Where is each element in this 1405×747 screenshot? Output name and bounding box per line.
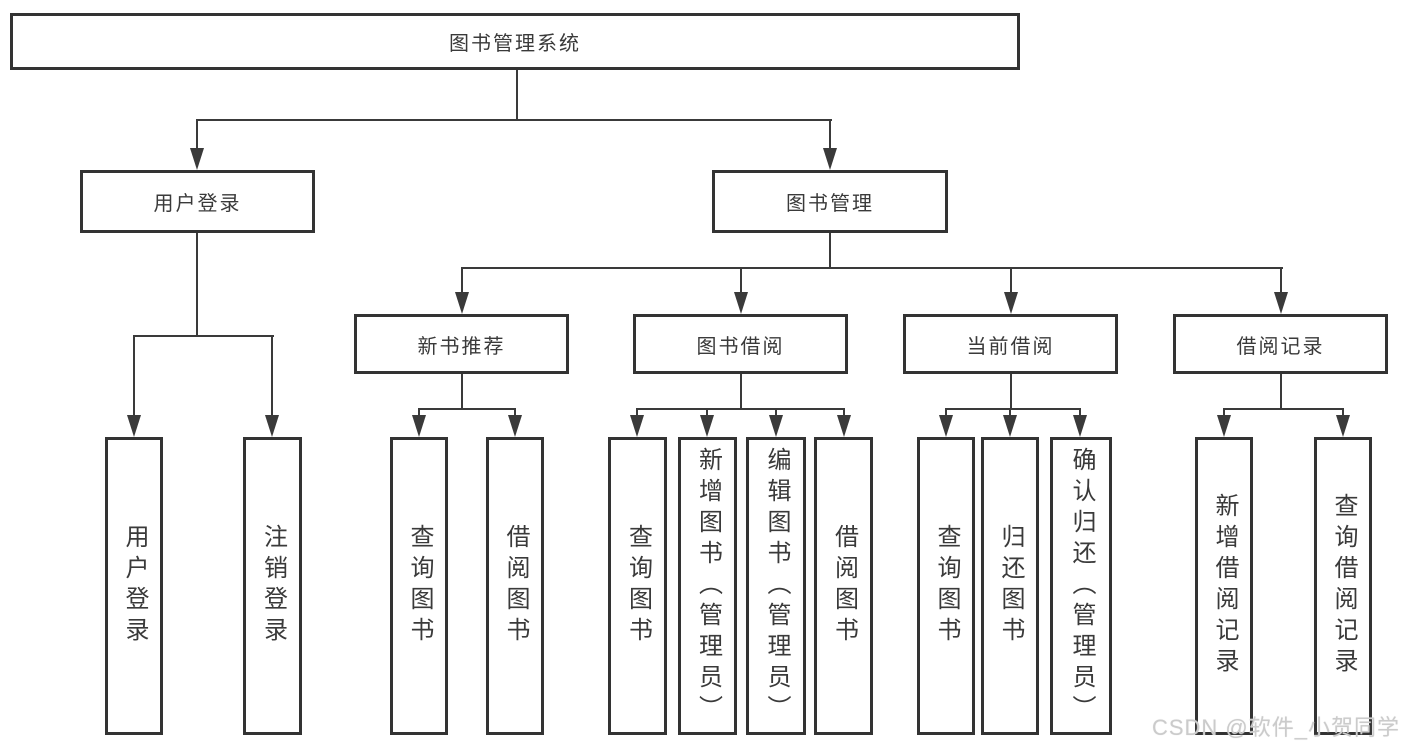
arrowhead-cb-confirm-icon (1073, 415, 1087, 437)
leaf-bb-edit-book-admin-label: 编辑图书（管理员） (763, 446, 790, 726)
arrowhead-current-borrow-icon (1004, 292, 1018, 314)
arrowhead-nb-borrow-icon (508, 415, 522, 437)
connector-new-book-drop (461, 374, 463, 410)
connector-book-borrow-horizontal (636, 408, 845, 410)
arrowhead-user-login-icon (190, 148, 204, 170)
leaf-bb-query-book-label: 查询图书 (624, 524, 652, 648)
arrowhead-leaf-login-icon (127, 415, 141, 437)
connector-stub-cb-query (945, 408, 947, 420)
arrowhead-bb-add-icon (700, 415, 714, 437)
leaf-br-query-record: 查询借阅记录 (1314, 437, 1372, 735)
node-user-login-label: 用户登录 (153, 193, 242, 215)
arrowhead-bb-query-icon (630, 415, 644, 437)
leaf-br-add-record-label: 新增借阅记录 (1211, 493, 1238, 679)
connector-stub-borrow-record (1280, 267, 1282, 295)
arrowhead-new-book-icon (455, 292, 469, 314)
node-book-management-label: 图书管理 (786, 193, 874, 215)
leaf-br-query-record-label: 查询借阅记录 (1330, 493, 1357, 679)
node-book-borrow: 图书借阅 (633, 314, 848, 374)
connector-stub-user-login (196, 119, 198, 150)
node-borrow-record-label: 借阅记录 (1236, 335, 1325, 358)
node-current-borrow: 当前借阅 (903, 314, 1118, 374)
leaf-logout-label: 注销登录 (259, 524, 287, 648)
arrowhead-cb-query-icon (939, 415, 953, 437)
leaf-logout: 注销登录 (243, 437, 302, 735)
leaf-cb-confirm-return-admin-label: 确认归还（管理员） (1068, 446, 1095, 726)
node-book-borrow-label: 图书借阅 (696, 335, 785, 358)
leaf-br-add-record: 新增借阅记录 (1195, 437, 1253, 735)
arrowhead-cb-return-icon (1003, 415, 1017, 437)
connector-stub-cb-confirm (1079, 408, 1081, 420)
connector-stub-new-book (461, 267, 463, 295)
leaf-nb-query-book-label: 查询图书 (406, 524, 433, 648)
arrowhead-bb-edit-icon (769, 415, 783, 437)
connector-stub-bb-add (706, 408, 708, 420)
connector-new-book-horizontal (418, 408, 516, 410)
connector-stub-bb-borrow (843, 408, 845, 420)
node-root: 图书管理系统 (10, 13, 1020, 70)
connector-stub-book-borrow (740, 267, 742, 295)
connector-stub-br-query (1342, 408, 1344, 420)
leaf-bb-borrow-book-label: 借阅图书 (830, 524, 858, 648)
leaf-cb-return-book: 归还图书 (981, 437, 1039, 735)
connector-stub-cb-return (1009, 408, 1011, 420)
node-book-management: 图书管理 (712, 170, 948, 233)
connector-stub-nb-borrow (514, 408, 516, 420)
connector-borrow-record-horizontal (1223, 408, 1344, 410)
connector-book-borrow-drop (740, 374, 742, 410)
connector-stub-bb-query (636, 408, 638, 420)
node-borrow-record: 借阅记录 (1173, 314, 1388, 374)
leaf-cb-query-book-label: 查询图书 (933, 524, 960, 648)
arrowhead-nb-query-icon (412, 415, 426, 437)
leaf-cb-confirm-return-admin: 确认归还（管理员） (1050, 437, 1112, 735)
connector-user-login-horizontal (133, 335, 274, 337)
arrowhead-book-borrow-icon (734, 292, 748, 314)
leaf-user-login: 用户登录 (105, 437, 163, 735)
leaf-bb-add-book-admin-label: 新增图书（管理员） (694, 446, 722, 726)
node-new-book-recommend-label: 新书推荐 (417, 335, 506, 358)
connector-book-management-drop (829, 233, 831, 269)
connector-borrow-record-drop (1280, 374, 1282, 410)
leaf-bb-query-book: 查询图书 (608, 437, 667, 735)
arrowhead-bb-borrow-icon (837, 415, 851, 437)
leaf-cb-return-book-label: 归还图书 (997, 524, 1024, 648)
connector-level2-horizontal (196, 119, 832, 121)
connector-stub-leaf-logout (271, 335, 273, 417)
leaf-bb-borrow-book: 借阅图书 (814, 437, 873, 735)
node-new-book-recommend: 新书推荐 (354, 314, 569, 374)
connector-user-login-drop (196, 233, 198, 337)
node-current-borrow-label: 当前借阅 (966, 335, 1055, 358)
leaf-user-login-label: 用户登录 (121, 524, 148, 648)
connector-stub-leaf-login (133, 335, 135, 417)
leaf-bb-edit-book-admin: 编辑图书（管理员） (746, 437, 806, 735)
leaf-nb-borrow-book-label: 借阅图书 (502, 524, 529, 648)
csdn-watermark: CSDN @软件_小贺同学 (1151, 715, 1400, 740)
connector-stub-nb-query (418, 408, 420, 420)
arrowhead-book-management-icon (823, 148, 837, 170)
node-user-login: 用户登录 (80, 170, 315, 233)
leaf-nb-borrow-book: 借阅图书 (486, 437, 544, 735)
connector-stub-br-add (1223, 408, 1225, 420)
connector-root-drop (516, 70, 518, 121)
connector-stub-bb-edit (775, 408, 777, 420)
arrowhead-br-add-icon (1217, 415, 1231, 437)
leaf-nb-query-book: 查询图书 (390, 437, 448, 735)
connector-stub-book-management (829, 119, 831, 150)
connector-level3-horizontal (461, 267, 1283, 269)
leaf-bb-add-book-admin: 新增图书（管理员） (678, 437, 737, 735)
connector-current-borrow-drop (1010, 374, 1012, 410)
arrowhead-br-query-icon (1336, 415, 1350, 437)
arrowhead-leaf-logout-icon (265, 415, 279, 437)
leaf-cb-query-book: 查询图书 (917, 437, 975, 735)
connector-stub-current-borrow (1010, 267, 1012, 295)
node-root-label: 图书管理系统 (449, 33, 581, 55)
arrowhead-borrow-record-icon (1274, 292, 1288, 314)
connector-current-borrow-horizontal (945, 408, 1081, 410)
